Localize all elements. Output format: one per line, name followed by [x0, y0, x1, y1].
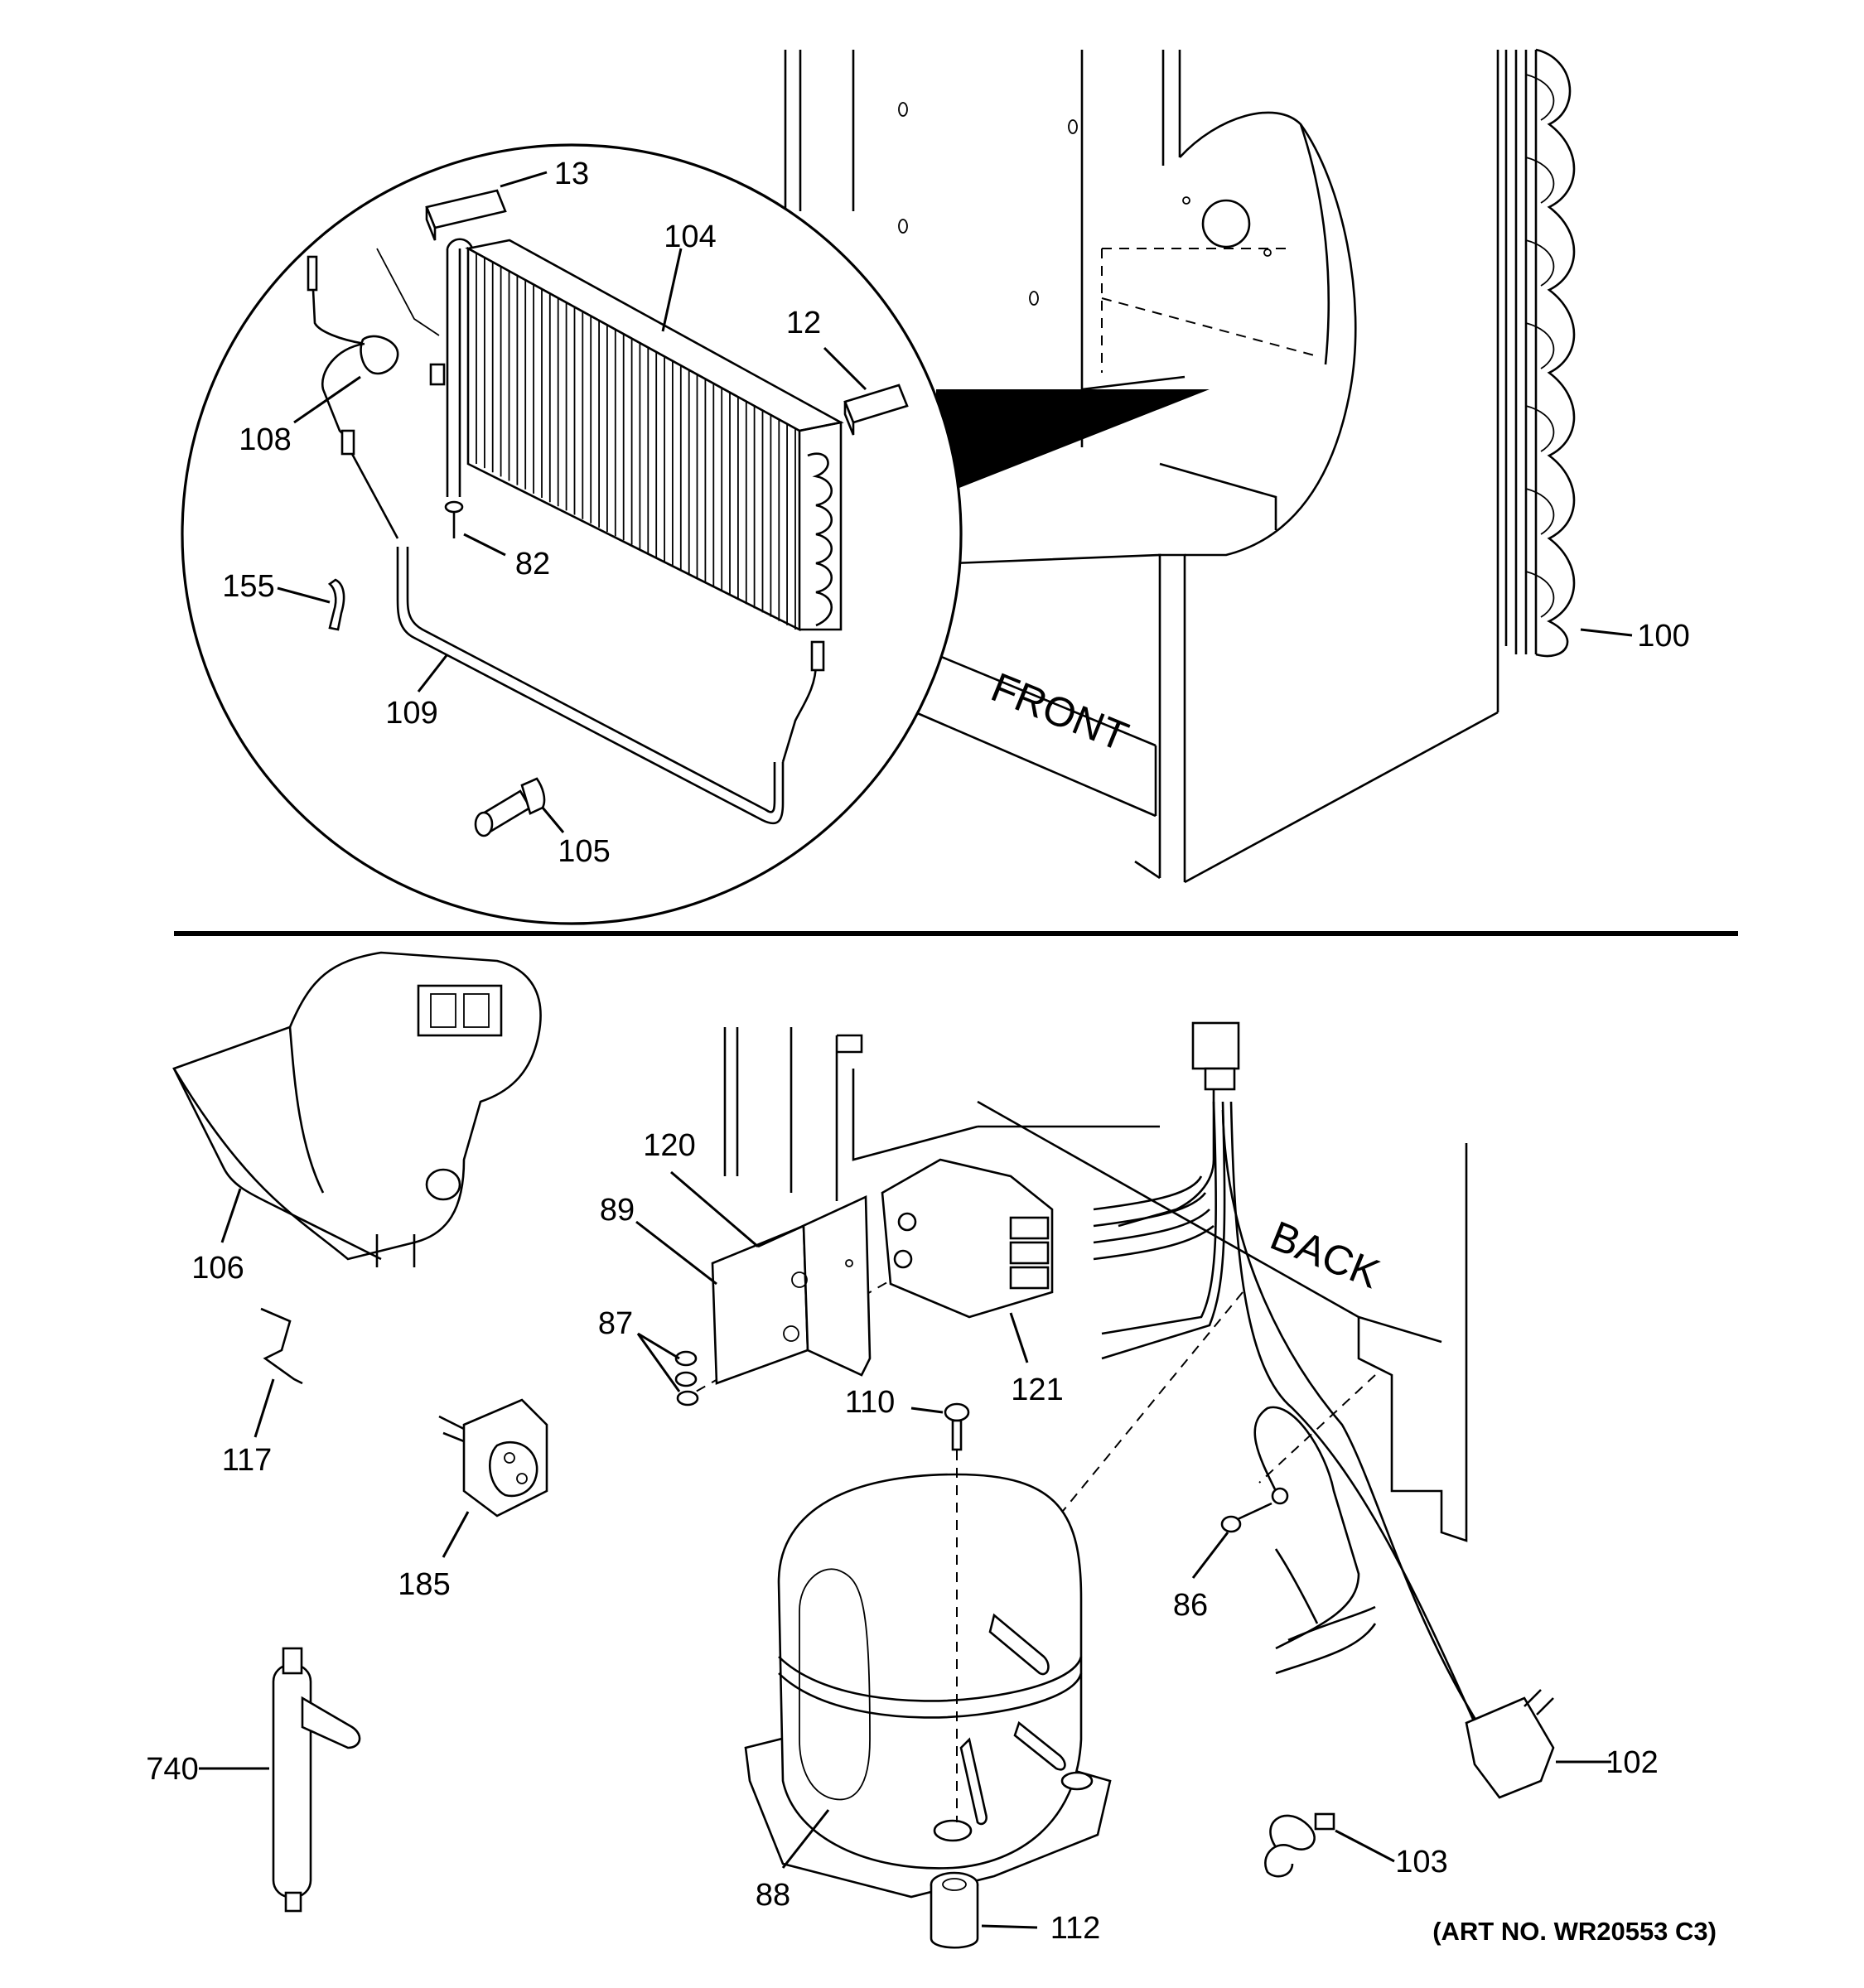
- relay-185: [438, 1398, 548, 1518]
- callout-117: 117: [222, 1443, 273, 1478]
- clip-117: [260, 1307, 303, 1385]
- callout-121: 121: [1011, 1373, 1063, 1407]
- callout-87: 87: [598, 1306, 633, 1341]
- art-number: (ART NO. WR20553 C3): [1432, 1917, 1717, 1946]
- callout-12: 12: [786, 306, 821, 340]
- leader-lines: [199, 171, 1633, 1929]
- defrost-thermostat: [307, 255, 399, 539]
- evaporator-inset: [181, 143, 963, 925]
- screw-86: [1220, 1502, 1272, 1533]
- callout-82: 82: [515, 547, 550, 581]
- callout-89: 89: [600, 1193, 635, 1228]
- pad-12: [843, 384, 909, 436]
- callout-109: 109: [385, 696, 437, 731]
- callout-112: 112: [1050, 1911, 1101, 1946]
- bracket-89-120: [711, 1194, 872, 1385]
- callout-103: 103: [1395, 1845, 1447, 1879]
- callout-13: 13: [554, 157, 589, 191]
- callout-106: 106: [191, 1251, 244, 1286]
- callout-86: 86: [1173, 1588, 1208, 1623]
- condenser-coil: [1504, 48, 1576, 658]
- back-label: BACK: [1264, 1212, 1386, 1297]
- screws-87: [674, 1350, 699, 1407]
- clip-103: [1264, 1812, 1335, 1878]
- ice-tray-106: [172, 951, 542, 1267]
- callout-120: 120: [643, 1128, 695, 1163]
- pad-13: [425, 189, 507, 241]
- callout-108: 108: [239, 422, 291, 457]
- callout-88: 88: [756, 1878, 790, 1913]
- callout-740: 740: [146, 1752, 198, 1787]
- dryer-740: [272, 1647, 361, 1913]
- callout-100: 100: [1637, 619, 1689, 654]
- wiring-harness: [1093, 1021, 1555, 1799]
- callout-104: 104: [664, 220, 716, 254]
- defrost-harness: [396, 547, 825, 825]
- callout-105: 105: [558, 834, 610, 869]
- front-label: FRONT: [985, 663, 1135, 760]
- compressor-88: [744, 1433, 1112, 1899]
- callout-185: 185: [398, 1567, 450, 1602]
- bolt-110: [944, 1402, 970, 1451]
- callout-102: 102: [1606, 1745, 1658, 1780]
- callout-155: 155: [222, 569, 274, 604]
- grommet-112: [930, 1871, 979, 1949]
- clip-155: [327, 578, 345, 631]
- cabinet-top: [784, 50, 1499, 884]
- evaporator: [376, 238, 844, 632]
- drain-pin-105: [474, 777, 546, 837]
- defrost-timer-121: [881, 1158, 1054, 1319]
- callout-110: 110: [845, 1385, 896, 1420]
